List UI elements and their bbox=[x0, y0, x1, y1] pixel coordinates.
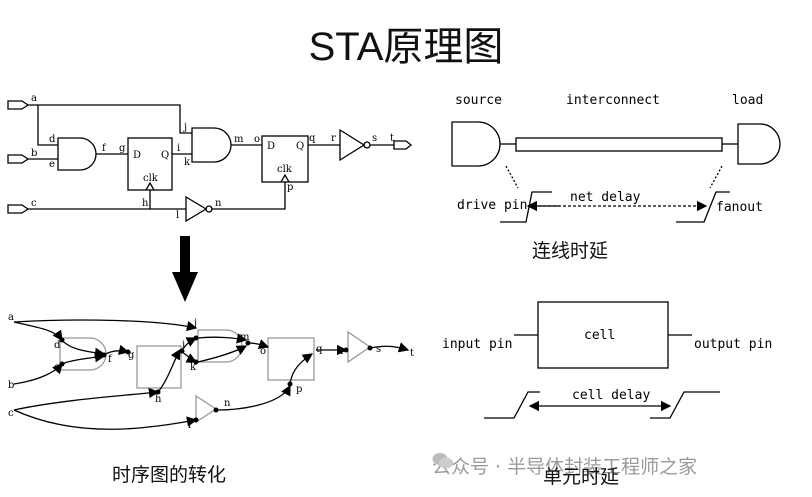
tg-node-m: m bbox=[240, 332, 250, 343]
ff1-q-label: Q bbox=[161, 150, 169, 161]
and-gate-1 bbox=[57, 137, 97, 171]
node-e: e bbox=[49, 159, 55, 170]
ff1-d-label: D bbox=[133, 150, 141, 161]
node-n: n bbox=[215, 198, 222, 209]
drive-pin-label: drive pin bbox=[457, 198, 527, 213]
input-pin-label: input pin bbox=[442, 337, 512, 352]
node-s: s bbox=[372, 133, 377, 144]
tg-node-h: h bbox=[155, 394, 162, 405]
output-port-t bbox=[393, 140, 413, 150]
tg-node-b: b bbox=[8, 380, 14, 391]
input-port-b bbox=[7, 154, 30, 164]
tg-node-t: t bbox=[410, 348, 414, 359]
tg-node-n: n bbox=[224, 398, 231, 409]
input-port-a bbox=[7, 100, 30, 110]
tg-node-i: i bbox=[182, 340, 185, 351]
node-m: m bbox=[234, 134, 244, 145]
node-p: p bbox=[287, 182, 293, 193]
node-r: r bbox=[331, 133, 336, 144]
watermark: 公众号 · 半导体封装工程师之家 bbox=[432, 452, 697, 479]
gate-schematic bbox=[7, 100, 413, 223]
interconnect-diagram bbox=[451, 121, 781, 223]
node-b: b bbox=[31, 148, 37, 159]
tg-node-r: r bbox=[340, 346, 345, 357]
ff2-clk-label: clk bbox=[277, 164, 293, 175]
node-c: c bbox=[31, 198, 37, 209]
source-gate bbox=[451, 121, 501, 167]
timing-graph bbox=[13, 319, 410, 430]
down-arrow-icon bbox=[172, 236, 198, 302]
schematic-labels: a b c d e f g h i j k l m n o p q r s t … bbox=[31, 93, 394, 221]
tg-node-g: g bbox=[128, 350, 135, 361]
node-a: a bbox=[31, 93, 37, 104]
ff2-d-label: D bbox=[267, 141, 275, 152]
interconnect-label: interconnect bbox=[566, 93, 660, 108]
input-port-c bbox=[7, 204, 30, 214]
node-t: t bbox=[390, 133, 394, 144]
fanout-label: fanout bbox=[716, 200, 763, 215]
tg-node-j: j bbox=[193, 318, 197, 329]
ff1-clk-label: clk bbox=[143, 173, 159, 184]
page-title: STA原理图 bbox=[308, 25, 504, 69]
tg-node-e: e bbox=[54, 362, 60, 373]
inverter-clock bbox=[185, 195, 208, 223]
watermark-text: 公众号 · 半导体封装工程师之家 bbox=[432, 456, 698, 478]
load-gate bbox=[737, 123, 781, 165]
and-gate-2 bbox=[191, 127, 232, 163]
ff2-q-label: Q bbox=[296, 141, 304, 152]
node-d: d bbox=[49, 134, 56, 145]
node-o: o bbox=[254, 134, 260, 145]
tg-node-l: l bbox=[188, 420, 191, 431]
tg-node-p: p bbox=[296, 384, 302, 395]
tg-node-o: o bbox=[260, 346, 266, 357]
interconnect-wire bbox=[515, 137, 723, 152]
tg-node-k: k bbox=[190, 362, 197, 373]
caption-cell-delay: 单元时延 bbox=[543, 466, 620, 488]
tg-node-a: a bbox=[8, 312, 14, 323]
output-pin-label: output pin bbox=[694, 337, 772, 352]
cell-diagram bbox=[484, 301, 720, 419]
inverter-output bbox=[339, 128, 366, 162]
source-label: source bbox=[455, 93, 502, 108]
tg-node-c: c bbox=[8, 408, 14, 419]
node-h: h bbox=[142, 198, 149, 209]
tg-node-s: s bbox=[376, 344, 381, 355]
tg-node-f: f bbox=[108, 354, 113, 365]
interconnect-labels: source interconnect load drive pin net d… bbox=[455, 93, 763, 215]
node-j: j bbox=[183, 122, 187, 133]
node-k: k bbox=[184, 157, 191, 168]
wechat-icon bbox=[432, 453, 453, 469]
cell-delay-label: cell delay bbox=[572, 388, 650, 403]
tg-node-q: q bbox=[316, 344, 323, 355]
cell-label: cell bbox=[584, 328, 615, 343]
cell-labels: cell input pin output pin cell delay bbox=[442, 328, 772, 403]
load-label: load bbox=[732, 93, 763, 108]
caption-interconnect-delay: 连线时延 bbox=[532, 240, 609, 262]
node-g: g bbox=[119, 143, 126, 154]
node-f: f bbox=[102, 143, 107, 154]
caption-timing-graph: 时序图的转化 bbox=[112, 464, 227, 486]
node-l: l bbox=[176, 210, 179, 221]
timing-graph-labels: a b c d e f g h i j k l m n o p q r s t bbox=[8, 312, 414, 431]
node-i: i bbox=[177, 143, 180, 154]
node-q: q bbox=[309, 133, 316, 144]
tg-node-d: d bbox=[54, 340, 61, 351]
net-delay-label: net delay bbox=[570, 190, 641, 205]
